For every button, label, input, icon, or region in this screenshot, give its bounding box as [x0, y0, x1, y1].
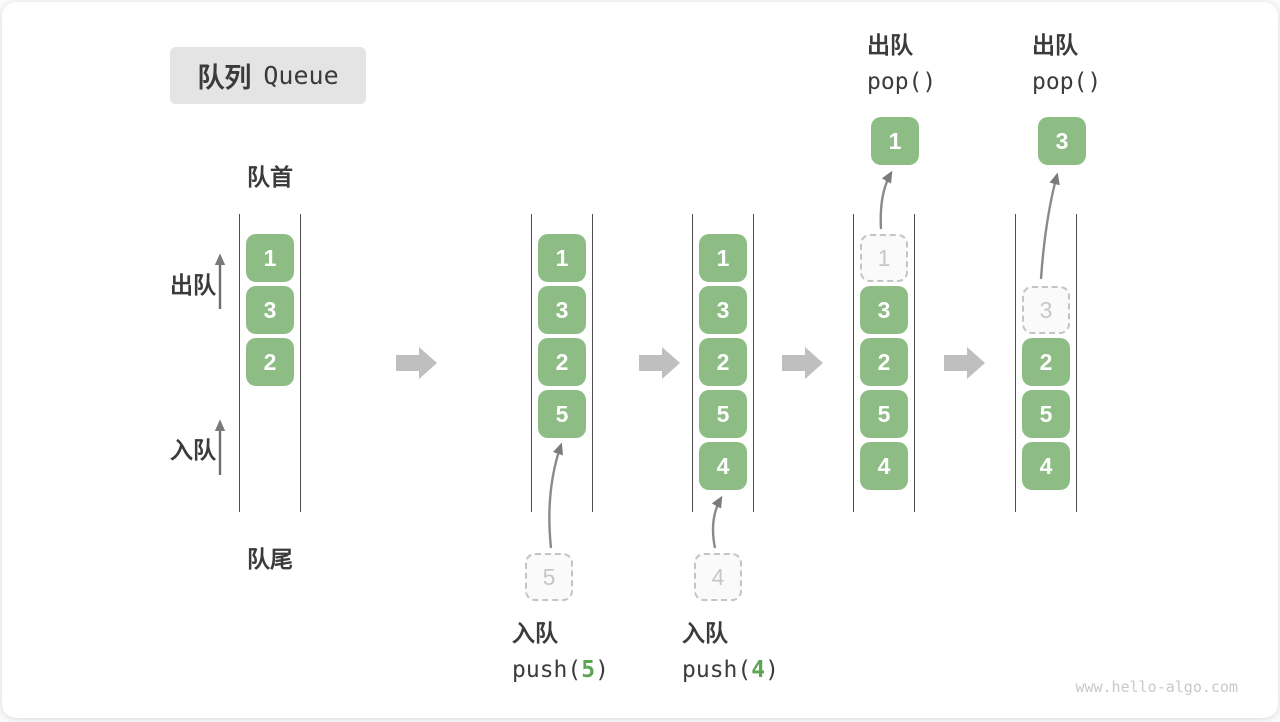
dequeue-op-label: 出队	[1032, 32, 1078, 58]
title-box: 队列 Queue	[170, 47, 366, 104]
queue-column-step4: 1 3 2 5 4	[853, 214, 915, 512]
ghost-item: 1	[860, 234, 908, 282]
queue-item: 4	[1022, 442, 1070, 490]
queue-item: 4	[860, 442, 908, 490]
dequeue-op-code: pop()	[1032, 69, 1102, 95]
step-arrow-3	[782, 347, 823, 379]
queue-item: 3	[246, 286, 294, 334]
queue-item: 1	[699, 234, 747, 282]
queue-item: 3	[860, 286, 908, 334]
queue-column-step3: 1 3 2 5 4	[692, 214, 754, 512]
code-close: )	[595, 657, 609, 683]
dequeue-side-label: 出队	[170, 272, 216, 298]
enqueue-op-code: push(5)	[512, 655, 609, 685]
step-arrow-2	[639, 347, 680, 379]
queue-item: 5	[538, 390, 586, 438]
pending-item-5: 5	[525, 553, 573, 601]
queue-item: 2	[699, 338, 747, 386]
queue-column-step2: 1 3 2 5	[531, 214, 593, 512]
enqueue-op-push4: 入队 push(4)	[682, 618, 779, 685]
step-arrow-1	[396, 347, 437, 379]
pending-item-4: 4	[694, 553, 742, 601]
step-arrow-4	[944, 347, 985, 379]
queue-item: 5	[699, 390, 747, 438]
queue-item: 1	[538, 234, 586, 282]
code-fn: push(	[682, 657, 752, 683]
dequeue-op-pop1: 出队 pop()	[867, 30, 936, 97]
code-fn: push(	[512, 657, 582, 683]
queue-item: 3	[538, 286, 586, 334]
popped-item-1: 1	[871, 117, 919, 165]
dequeue-op-pop3: 出队 pop()	[1032, 30, 1101, 97]
dequeue-op-label: 出队	[867, 32, 913, 58]
watermark: www.hello-algo.com	[1075, 678, 1238, 696]
queue-item: 1	[246, 234, 294, 282]
enqueue-op-push5: 入队 push(5)	[512, 618, 609, 685]
enqueue-op-code: push(4)	[682, 655, 779, 685]
ghost-item: 3	[1022, 286, 1070, 334]
enqueue-op-label: 入队	[512, 620, 558, 646]
code-close: )	[765, 657, 779, 683]
title-zh: 队列	[197, 63, 252, 93]
queue-item: 2	[860, 338, 908, 386]
queue-item: 3	[699, 286, 747, 334]
popped-item-3: 3	[1038, 117, 1086, 165]
queue-item: 2	[538, 338, 586, 386]
code-arg: 5	[581, 657, 596, 683]
enqueue-side-label: 入队	[170, 437, 216, 463]
queue-item: 2	[1022, 338, 1070, 386]
dequeue-op-code: pop()	[867, 69, 937, 95]
queue-item: 5	[1022, 390, 1070, 438]
queue-column-step1: 1 3 2	[239, 214, 301, 512]
queue-item: 5	[860, 390, 908, 438]
code-arg: 4	[751, 657, 766, 683]
queue-column-step5: 3 2 5 4	[1015, 214, 1077, 512]
queue-rear-label: 队尾	[247, 546, 293, 572]
queue-front-label: 队首	[247, 164, 293, 190]
enqueue-op-label: 入队	[682, 620, 728, 646]
queue-item: 4	[699, 442, 747, 490]
queue-item: 2	[246, 338, 294, 386]
title-en: Queue	[263, 61, 339, 90]
